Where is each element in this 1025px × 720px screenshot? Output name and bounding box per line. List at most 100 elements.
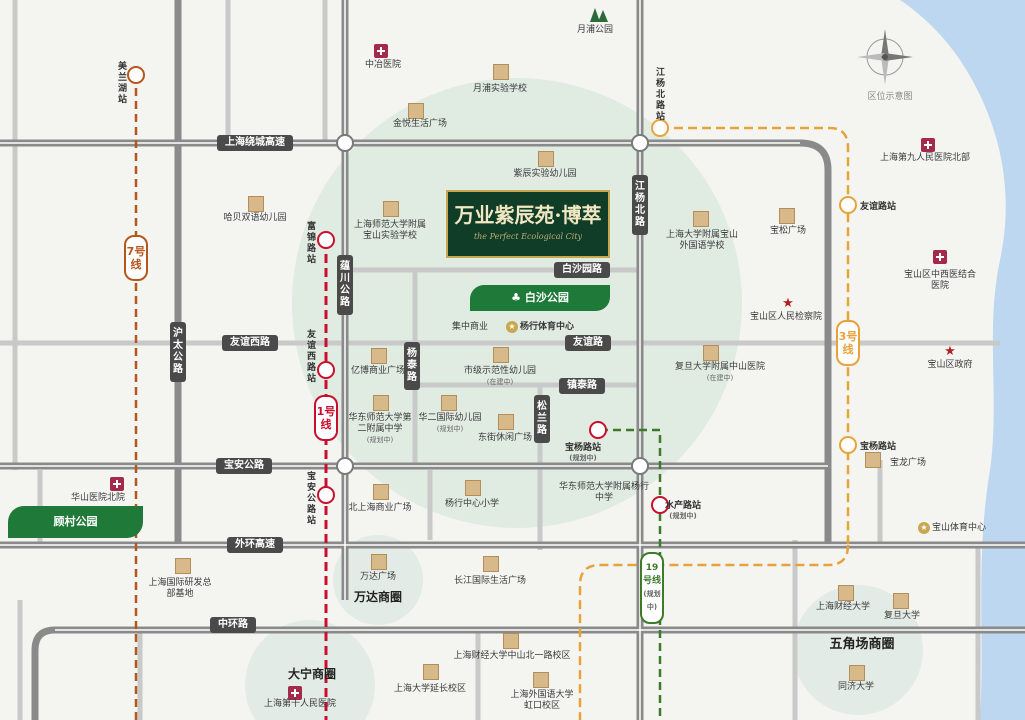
building-icon (863, 452, 881, 468)
road-youyi-west: 友谊西路 (222, 335, 278, 351)
project-badge[interactable]: 万业紫辰苑·博萃 the Perfect Ecological City (446, 190, 610, 258)
building-icon (836, 585, 854, 601)
station-shuichanlu-note: (规划中) (669, 512, 697, 520)
road-jiangyang-north: 江杨北路 (632, 175, 648, 235)
poi-baoshan-tcm[interactable]: 宝山区中西医结合医院 (903, 270, 976, 291)
station-baoyanglu-19-note: (规划中) (569, 454, 597, 462)
poi-jinyue-plaza[interactable]: 金悦生活广场 (392, 119, 448, 129)
poi-changjiang-plaza[interactable]: 长江国际生活广场 (453, 576, 527, 586)
hospital-icon (288, 686, 302, 700)
gucun-park[interactable]: 顾村公园 (8, 506, 143, 538)
poi-shu-foreign[interactable]: 上海大学附属宝山外国语学校 (665, 230, 738, 251)
line-3-track (660, 126, 850, 545)
compass-icon (857, 29, 913, 85)
station-jiangyangbeilu[interactable]: 江杨北路站 (655, 68, 665, 122)
district-daning[interactable]: 大宁商圈 (287, 667, 337, 681)
road-youyi: 友谊路 (565, 335, 611, 351)
poi-baoshan-sports[interactable]: ★宝山体育中心 (917, 522, 986, 534)
baisha-park[interactable]: ♣ 白沙公园 (470, 285, 610, 311)
district-wujiaochang[interactable]: 五角场商圈 (829, 637, 895, 652)
building-icon (496, 414, 514, 430)
poi-sh-intl-rd[interactable]: 上海国际研发总部基地 (148, 578, 212, 599)
road-hutai: 沪太公路 (170, 322, 186, 382)
hospital-icon (110, 477, 124, 491)
poi-baosong-plaza[interactable]: 宝松广场 (769, 226, 807, 236)
building-icon (381, 201, 399, 217)
line-19-label: 19号线 (642, 563, 661, 586)
river (900, 0, 1025, 720)
sports-icon: ★ (505, 321, 518, 333)
wanda-area-circle (333, 535, 423, 625)
building-icon (847, 665, 865, 681)
poi-zichen-kindergarten[interactable]: 紫辰实验幼儿园 (513, 169, 577, 179)
road-songlan: 松兰路 (534, 395, 550, 443)
station-youyixilu[interactable]: 友谊西路站 (306, 330, 316, 384)
hospital-icon (374, 44, 388, 58)
building-icon (463, 480, 481, 496)
building-icon (369, 554, 387, 570)
station-youyilu[interactable]: 友谊路站 (860, 202, 897, 212)
poi-sufe-zhongshan[interactable]: 上海财经大学中山北一路校区 (453, 651, 571, 661)
road-yangtai: 杨泰路 (404, 342, 420, 390)
poi-shnu-baoshan[interactable]: 上海师范大学附属宝山实验学校 (353, 220, 426, 241)
yuepu-park[interactable]: 月浦公园 (576, 25, 614, 35)
poi-tenth-hospital[interactable]: 上海第十人民医院 (263, 699, 336, 709)
poi-ecnu-second[interactable]: 华东师范大学第二附属中学(规划中) (345, 413, 415, 446)
poi-yibo-plaza[interactable]: 亿博商业广场 (350, 366, 406, 376)
line-19-badge: 19号线 (规划中) (640, 552, 664, 624)
poi-fudan-zhongshan-label: 复旦大学附属中山医院 (674, 362, 766, 372)
poi-shu-yanchang[interactable]: 上海大学延长校区 (393, 684, 467, 694)
building-icon (246, 196, 264, 212)
road-yunchuan: 蕴川公路 (337, 255, 353, 315)
poi-jizhong-commerce[interactable]: 集中商业 (451, 322, 489, 332)
poi-huashan-north[interactable]: 华山医院北院 (70, 493, 126, 503)
poi-hua2-kindergarten-note: (规划中) (436, 425, 464, 433)
building-icon (371, 395, 389, 411)
poi-beishanghai-plaza[interactable]: 北上海商业广场 (348, 503, 412, 513)
poi-yangxing-sports-label: 杨行体育中心 (519, 322, 575, 332)
line-19-note: (规划中) (643, 590, 661, 611)
road-zhentai: 镇泰路 (559, 378, 605, 394)
poi-zhongye-hospital[interactable]: 中冶医院 (364, 60, 402, 70)
poi-district-gov[interactable]: 宝山区政府 (927, 360, 973, 370)
poi-ecnu-second-note: (规划中) (366, 436, 394, 444)
project-subtitle: the Perfect Ecological City (473, 232, 583, 241)
poi-dongjie-plaza[interactable]: 东街休闲广场 (477, 433, 533, 443)
hospital-icon (921, 138, 935, 152)
poi-fudan[interactable]: 复旦大学 (883, 611, 921, 621)
poi-fudan-zhongshan[interactable]: 复旦大学附属中山医院(在建中) (675, 362, 765, 384)
poi-habei-kindergarten[interactable]: 哈贝双语幼儿园 (223, 213, 287, 223)
poi-baolong-plaza[interactable]: 宝龙广场 (889, 458, 927, 468)
district-wanda[interactable]: 万达商圈 (353, 590, 403, 604)
poi-yangxing-sports[interactable]: ★杨行体育中心 (505, 321, 575, 333)
poi-yangxing-primary[interactable]: 杨行中心小学 (444, 499, 500, 509)
poi-hua2-kindergarten[interactable]: 华二国际幼儿园 (规划中) (418, 413, 481, 435)
poi-hua2-kindergarten-label: 华二国际幼儿园 (418, 413, 482, 423)
station-baoangonglu[interactable]: 宝安公路站 (306, 472, 316, 526)
poi-ninth-hospital[interactable]: 上海第九人民医院北部 (879, 153, 971, 163)
road-baoan: 宝安公路 (216, 458, 272, 474)
building-icon (439, 395, 457, 411)
station-baoyanglu-3[interactable]: 宝杨路站 (860, 442, 897, 452)
poi-wanda-plaza[interactable]: 万达广场 (359, 572, 397, 582)
station-meilanhu[interactable]: 美兰湖站 (117, 62, 127, 105)
line-19-track (600, 428, 662, 720)
compass-label: 区位示意图 (867, 92, 913, 102)
poi-ecnu-yangxing[interactable]: 华东师范大学附属杨行中学 (558, 482, 649, 503)
line-7-badge: 7号线 (124, 235, 148, 281)
station-fujinlu[interactable]: 富锦路站 (306, 222, 316, 265)
poi-tongji[interactable]: 同济大学 (837, 682, 875, 692)
poi-procuratorate[interactable]: 宝山区人民检察院 (749, 312, 823, 322)
poi-yuepu-school[interactable]: 月浦实验学校 (472, 84, 528, 94)
poi-sisu-hongkou[interactable]: 上海外国语大学虹口校区 (510, 690, 574, 711)
station-markers (127, 66, 857, 514)
tree-icon (590, 8, 608, 22)
station-baoyanglu-19[interactable]: 宝杨路站 (规划中) (565, 440, 601, 463)
hospital-icon (933, 250, 947, 264)
poi-demo-kindergarten[interactable]: 市级示范性幼儿园(在建中) (464, 366, 536, 388)
line-3-track-south (578, 544, 850, 720)
station-shuichanlu[interactable]: 水产路站 (规划中) (665, 498, 701, 521)
building-icon (491, 347, 509, 363)
poi-sufe[interactable]: 上海财经大学 (815, 602, 871, 612)
building-icon (371, 484, 389, 500)
